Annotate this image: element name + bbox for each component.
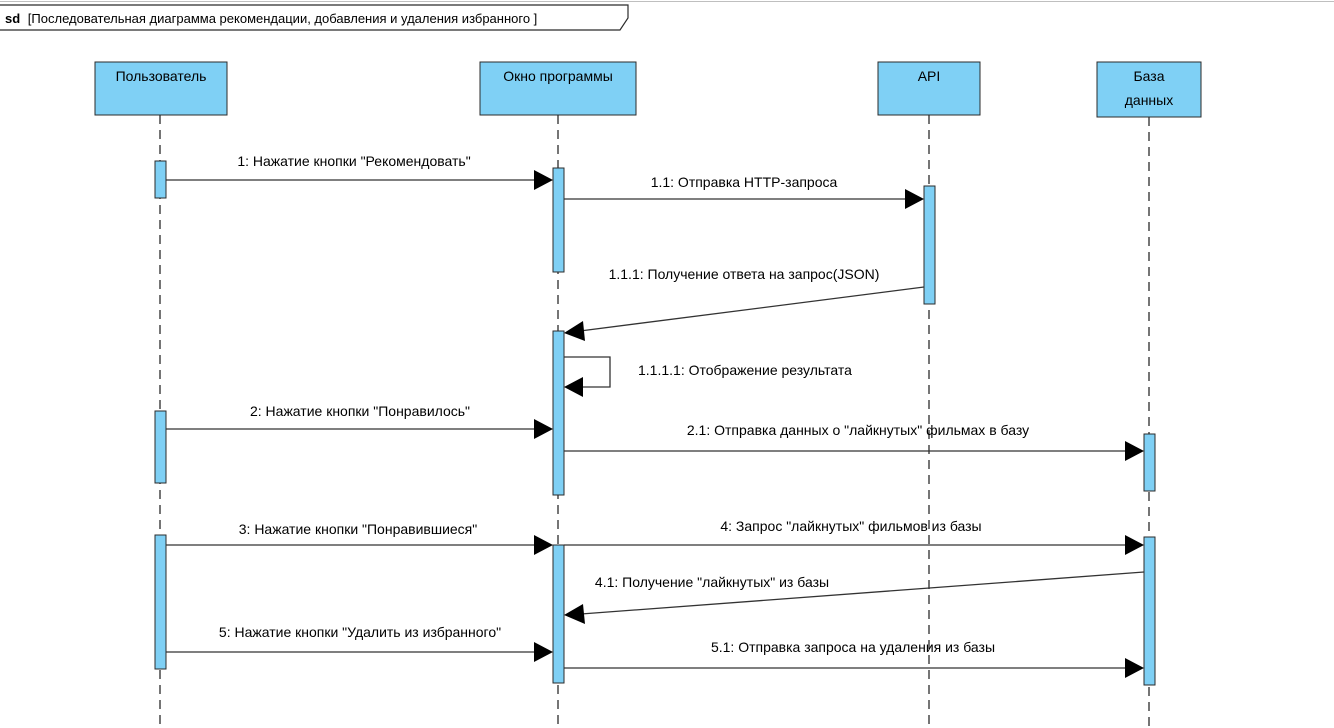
message-1-1-1-arrowhead <box>564 321 585 341</box>
message-1-arrowhead <box>534 170 553 190</box>
participant-user-name: Пользователь <box>116 68 207 84</box>
activation-user-1 <box>154 160 167 199</box>
participant-user-box <box>94 61 228 116</box>
frame-header: sd [Последовательная диаграмма рекоменда… <box>0 1 1334 31</box>
message-1-1: 1.1: Отправка HTTP-запроса <box>564 174 924 209</box>
participant-api: API <box>877 61 981 116</box>
message-1-1-1-1-arrowhead <box>564 377 583 397</box>
message-5-1-label: 5.1: Отправка запроса на удаления из баз… <box>711 639 995 655</box>
participant-window-name: Окно программы <box>503 68 613 84</box>
message-5-arrowhead <box>534 642 553 662</box>
message-1: 1: Нажатие кнопки "Рекомендовать" <box>166 153 553 190</box>
message-1-1-arrowhead <box>905 189 924 209</box>
message-3-arrowhead <box>534 535 553 555</box>
participant-api-name: API <box>918 68 941 84</box>
participant-db: База данных <box>1096 61 1202 118</box>
participant-window: Окно программы <box>479 61 637 116</box>
message-5: 5: Нажатие кнопки "Удалить из избранного… <box>166 624 553 662</box>
participant-db-name-line2: данных <box>1125 92 1173 108</box>
message-2-1-arrowhead <box>1125 441 1144 461</box>
activation-db-1 <box>1143 433 1156 492</box>
message-2-arrowhead <box>534 419 553 439</box>
participant-db-name-line1: База <box>1133 68 1164 84</box>
activation-bars <box>154 160 1156 686</box>
message-1-1-1-1-line <box>564 356 611 388</box>
message-5-label: 5: Нажатие кнопки "Удалить из избранного… <box>219 624 501 640</box>
participant-db-box <box>1096 61 1202 118</box>
message-4-1-line <box>580 571 1145 615</box>
message-1-1-label: 1.1: Отправка HTTP-запроса <box>651 174 838 190</box>
message-1-1-1: 1.1.1: Получение ответа на запрос(JSON) <box>564 266 925 341</box>
message-1-label: 1: Нажатие кнопки "Рекомендовать" <box>237 153 470 169</box>
message-2: 2: Нажатие кнопки "Понравилось" <box>166 403 553 439</box>
message-1-1-1-1-label: 1.1.1.1: Отображение результата <box>638 362 852 378</box>
frame-label: sd [Последовательная диаграмма рекоменда… <box>5 11 537 26</box>
participant-user: Пользователь <box>94 61 228 116</box>
message-5-1: 5.1: Отправка запроса на удаления из баз… <box>564 639 1144 678</box>
message-4-label: 4: Запрос "лайкнутых" фильмов из базы <box>720 518 981 534</box>
message-1-1-1-1: 1.1.1.1: Отображение результата <box>564 356 852 397</box>
participant-window-box <box>479 61 637 116</box>
frame-keyword: sd <box>5 11 20 26</box>
messages: 1: Нажатие кнопки "Рекомендовать" 1.1: О… <box>166 153 1145 678</box>
participant-api-box <box>877 61 981 116</box>
message-2-1-label: 2.1: Отправка данных о "лайкнутых" фильм… <box>687 422 1029 438</box>
message-3-label: 3: Нажатие кнопки "Понравившиеся" <box>239 521 478 537</box>
activation-user-2 <box>154 410 167 484</box>
message-4: 4: Запрос "лайкнутых" фильмов из базы <box>564 518 1144 555</box>
activation-user-3 <box>154 534 167 670</box>
message-1-1-1-label: 1.1.1: Получение ответа на запрос(JSON) <box>609 266 880 282</box>
frame-title: [Последовательная диаграмма рекомендации… <box>28 11 538 26</box>
message-2-label: 2: Нажатие кнопки "Понравилось" <box>250 403 470 419</box>
activation-api-1 <box>923 185 936 305</box>
message-4-arrowhead <box>1125 535 1144 555</box>
message-5-1-arrowhead <box>1125 658 1144 678</box>
message-3: 3: Нажатие кнопки "Понравившиеся" <box>166 521 553 555</box>
activation-db-2 <box>1143 536 1156 686</box>
message-1-1-1-line <box>579 286 925 332</box>
message-4-1: 4.1: Получение "лайкнутых" из базы <box>564 570 1145 624</box>
message-4-1-arrowhead <box>564 604 585 624</box>
activation-window-1 <box>552 167 565 273</box>
message-2-1: 2.1: Отправка данных о "лайкнутых" фильм… <box>564 422 1144 461</box>
activation-window-3 <box>552 544 565 684</box>
message-4-1-label: 4.1: Получение "лайкнутых" из базы <box>595 574 829 590</box>
message-4-1-label-bg <box>566 570 858 592</box>
activation-window-2 <box>552 330 565 496</box>
